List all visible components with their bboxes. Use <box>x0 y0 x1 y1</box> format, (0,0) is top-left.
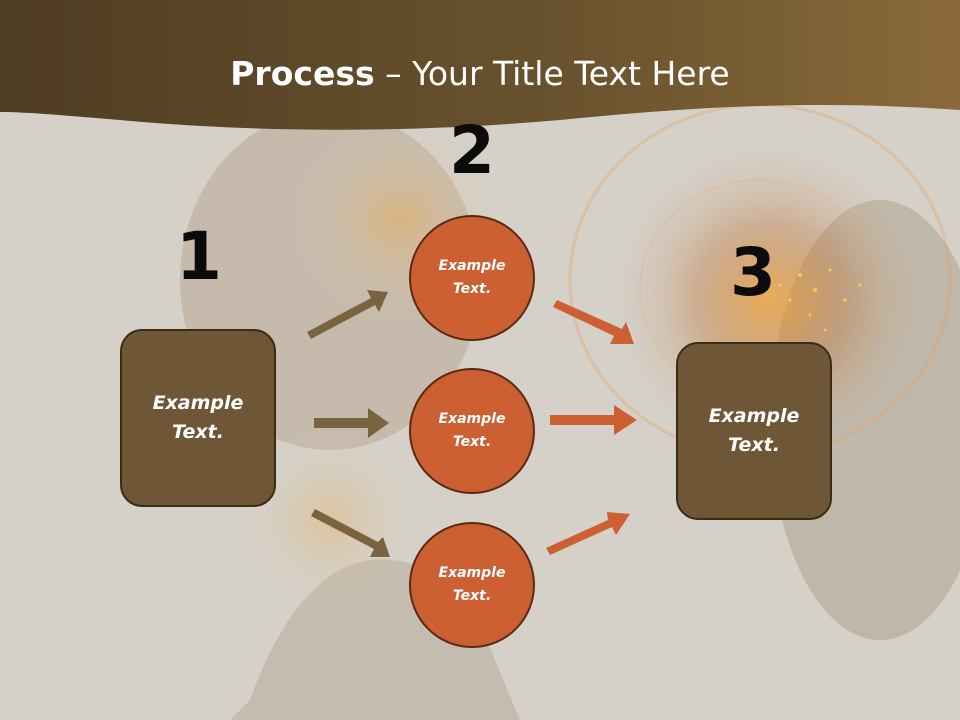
step-number-3: 3 <box>730 234 776 311</box>
step-1-text: Example Text. <box>152 392 244 443</box>
circle-middle-text: Example Text. <box>438 411 506 450</box>
step-3-box: Example Text. <box>676 342 832 520</box>
step-3-text: Example Text. <box>708 405 800 456</box>
arrow-top-to-3 <box>553 300 634 344</box>
arrow-1-to-middle <box>314 408 389 438</box>
step-2-circle-top: Example Text. <box>409 215 535 341</box>
arrow-bottom-to-3 <box>546 512 630 555</box>
arrow-1-to-top <box>307 290 388 339</box>
title-rest: – Your Title Text Here <box>374 54 730 93</box>
brown-arrows <box>307 290 390 557</box>
arrow-1-to-bottom <box>311 509 390 557</box>
title-bold: Process <box>230 54 375 93</box>
circle-top-text: Example Text. <box>438 258 506 297</box>
orange-arrows <box>546 300 637 555</box>
slide-title: Process – Your Title Text Here <box>0 52 960 96</box>
step-1-box: Example Text. <box>120 329 276 507</box>
arrow-middle-to-3 <box>550 405 637 435</box>
step-number-2: 2 <box>449 112 495 189</box>
step-2-circle-middle: Example Text. <box>409 368 535 494</box>
step-2-circle-bottom: Example Text. <box>409 522 535 648</box>
step-number-1: 1 <box>176 218 222 295</box>
circle-bottom-text: Example Text. <box>438 565 506 604</box>
